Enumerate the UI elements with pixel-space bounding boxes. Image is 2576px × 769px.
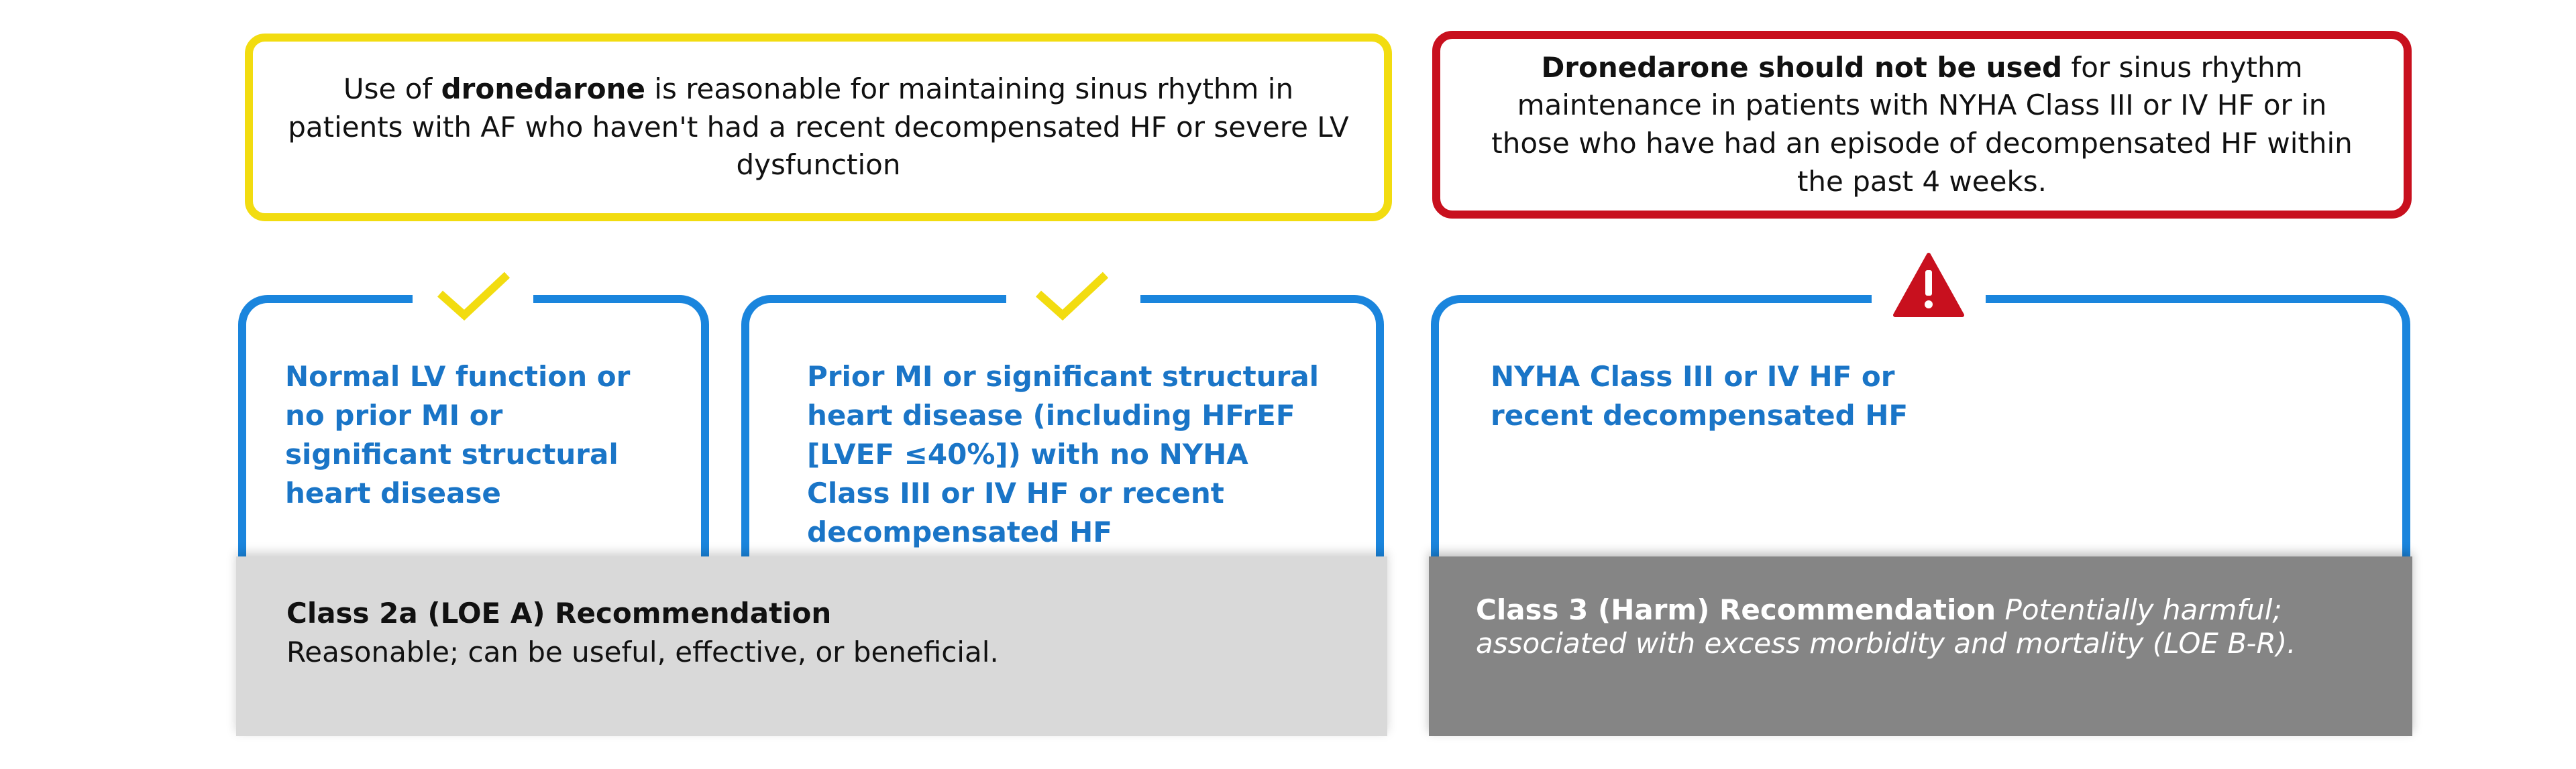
class-3-harm-recommendation-bar: Class 3 (Harm) Recommendation Potentiall… [1429,556,2412,736]
harm-statement-box: Dronedarone should not be used for sinus… [1432,31,2412,219]
condition-text-prior-mi: Prior MI or significant structural heart… [807,360,1320,548]
condition-text-nyha: NYHA Class III or IV HF or recent decomp… [1491,360,1909,432]
reasonable-statement-box: Use of dronedarone is reasonable for mai… [245,34,1392,221]
condition-frame-normal-lv [238,295,709,577]
checkmark-icon [437,272,511,321]
harm-statement-text: Dronedarone should not be used for sinus… [1491,50,2353,198]
class-3-text: Class 3 (Harm) Recommendation Potentiall… [1476,593,2348,661]
warning-icon [1893,253,1964,317]
class-3-title: Class 3 (Harm) Recommendation [1476,593,1996,626]
class-3-description: Potentially harmful; associated with exc… [1476,593,2296,660]
class-2a-title: Class 2a (LOE A) Recommendation [286,597,832,630]
condition-text-normal-lv: Normal LV function or no prior MI or sig… [285,360,631,510]
checkmark-icon [1036,272,1109,321]
reasonable-statement-text: Use of dronedarone is reasonable for mai… [288,72,1349,182]
condition-frame-nyha [1431,295,2410,577]
class-2a-description: Reasonable; can be useful, effective, or… [286,636,999,669]
class-2a-recommendation-bar: Class 2a (LOE A) Recommendation Reasonab… [236,556,1387,736]
